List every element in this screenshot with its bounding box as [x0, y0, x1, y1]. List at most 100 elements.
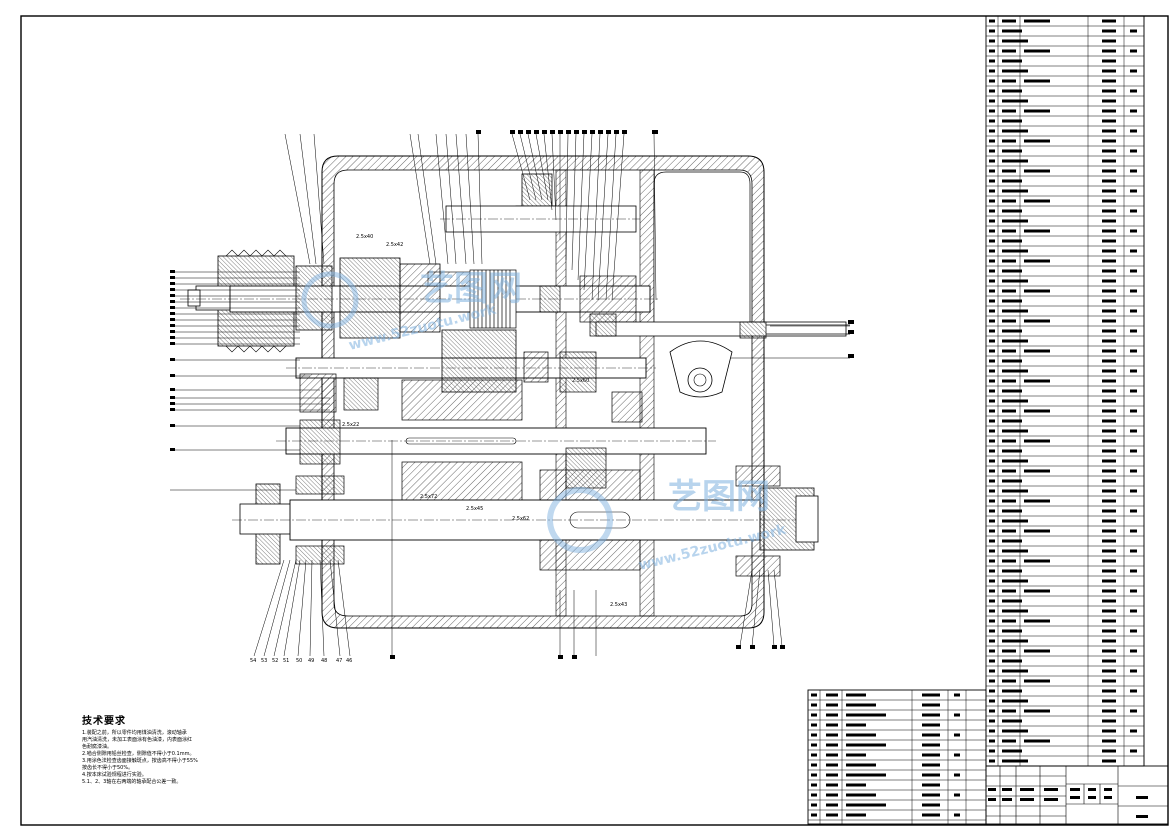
parts-row-mark	[846, 723, 866, 727]
parts-row-mark	[1130, 329, 1137, 333]
parts-row-mark	[989, 719, 995, 723]
parts-row-mark	[1102, 689, 1116, 693]
parts-row-mark	[1002, 229, 1016, 233]
parts-row-mark	[1130, 129, 1137, 133]
parts-row-mark	[922, 703, 940, 707]
parts-row-mark	[846, 813, 866, 817]
parts-row-mark	[1102, 149, 1116, 153]
parts-row-mark	[1102, 349, 1116, 353]
parts-row-mark	[1130, 509, 1137, 513]
part-number-marks	[170, 130, 854, 659]
parts-row-mark	[1024, 139, 1050, 143]
parts-row-mark	[1002, 519, 1028, 523]
parts-row-mark	[1002, 409, 1016, 413]
parts-row-mark	[826, 803, 838, 807]
parts-row-mark	[989, 519, 995, 523]
parts-row-mark	[989, 319, 995, 323]
parts-row-mark	[1130, 89, 1137, 93]
parts-row-mark	[1130, 29, 1137, 33]
parts-row-mark	[1102, 429, 1116, 433]
parts-row-mark	[1024, 619, 1050, 623]
parts-row-mark	[1002, 69, 1028, 73]
tech-requirement-line: 用汽油清洗，未加工表面涂有色油漆，内表面涂红	[82, 737, 193, 743]
parts-row-mark	[989, 29, 995, 33]
parts-row-mark	[826, 733, 838, 737]
parts-row-mark	[954, 733, 960, 737]
parts-row-mark	[1102, 329, 1116, 333]
parts-row-mark	[1002, 299, 1022, 303]
dimension-label: 2.5x42	[386, 242, 403, 248]
parts-row-mark	[811, 813, 817, 817]
parts-row-mark	[1024, 739, 1050, 743]
parts-row-mark	[1002, 479, 1022, 483]
parts-row-mark	[1024, 559, 1050, 563]
parts-row-mark	[1102, 439, 1116, 443]
parts-row-mark	[1102, 289, 1116, 293]
parts-row-mark	[1024, 709, 1050, 713]
parts-row-mark	[1130, 469, 1137, 473]
parts-row-mark	[826, 753, 838, 757]
leader-lines	[170, 133, 850, 657]
parts-row-mark	[922, 773, 940, 777]
parts-row-mark	[989, 429, 995, 433]
parts-row-mark	[922, 743, 940, 747]
parts-row-mark	[1002, 629, 1022, 633]
parts-row-mark	[989, 669, 995, 673]
parts-row-mark	[989, 199, 995, 203]
parts-row-mark	[989, 329, 995, 333]
parts-row-mark	[1002, 649, 1016, 653]
parts-row-mark	[1002, 429, 1028, 433]
dimension-label: 2.5x72	[420, 494, 437, 500]
parts-row-mark	[1102, 139, 1116, 143]
parts-row-mark	[989, 679, 995, 683]
parts-row-mark	[1002, 549, 1028, 553]
parts-row-mark	[1102, 79, 1116, 83]
parts-row-mark	[1102, 209, 1116, 213]
parts-row-mark	[989, 279, 995, 283]
parts-row-mark	[1130, 429, 1137, 433]
parts-row-mark	[1002, 79, 1016, 83]
parts-row-mark	[989, 119, 995, 123]
parts-row-mark	[1002, 379, 1016, 383]
parts-row-mark	[989, 49, 995, 53]
parts-row-mark	[1024, 649, 1050, 653]
parts-row-mark	[954, 793, 960, 797]
parts-row-mark	[1130, 629, 1137, 633]
parts-row-mark	[1002, 569, 1022, 573]
parts-row-mark	[989, 129, 995, 133]
parts-row-mark	[1102, 249, 1116, 253]
leader-label: 51	[283, 658, 289, 664]
parts-row-mark	[1002, 709, 1016, 713]
parts-row-mark	[846, 803, 886, 807]
parts-row-mark	[826, 743, 838, 747]
parts-row-mark	[1130, 649, 1137, 653]
parts-row-mark	[1130, 349, 1137, 353]
dimension-label: 2.5x62	[512, 516, 529, 522]
parts-row-mark	[826, 783, 838, 787]
parts-row-mark	[1002, 579, 1028, 583]
parts-row-mark	[1024, 199, 1050, 203]
parts-row-mark	[989, 459, 995, 463]
parts-row-mark	[989, 269, 995, 273]
parts-row-mark	[1024, 79, 1050, 83]
parts-row-mark	[989, 599, 995, 603]
parts-row-mark	[989, 79, 995, 83]
parts-row-mark	[1102, 279, 1116, 283]
parts-row-mark	[1130, 589, 1137, 593]
dimension-labels: 2.5x40 2.5x42 2.5x60 2.5x22 2.5x72 2.5x4…	[342, 234, 627, 608]
parts-row-mark	[846, 733, 876, 737]
parts-row-mark	[1102, 719, 1116, 723]
parts-row-mark	[1002, 339, 1028, 343]
parts-list-table	[985, 15, 1145, 767]
parts-row-mark	[1102, 639, 1116, 643]
tech-requirement-line: 3.用涂色法检查齿面接触斑点，按齿高不得小于55%	[82, 758, 198, 764]
parts-row-mark	[1024, 379, 1050, 383]
parts-row-mark	[1002, 239, 1022, 243]
parts-row-mark	[989, 259, 995, 263]
parts-row-mark	[989, 189, 995, 193]
parts-row-mark	[1130, 209, 1137, 213]
parts-row-mark	[1002, 99, 1028, 103]
parts-row-mark	[826, 763, 838, 767]
parts-row-mark	[922, 713, 940, 717]
